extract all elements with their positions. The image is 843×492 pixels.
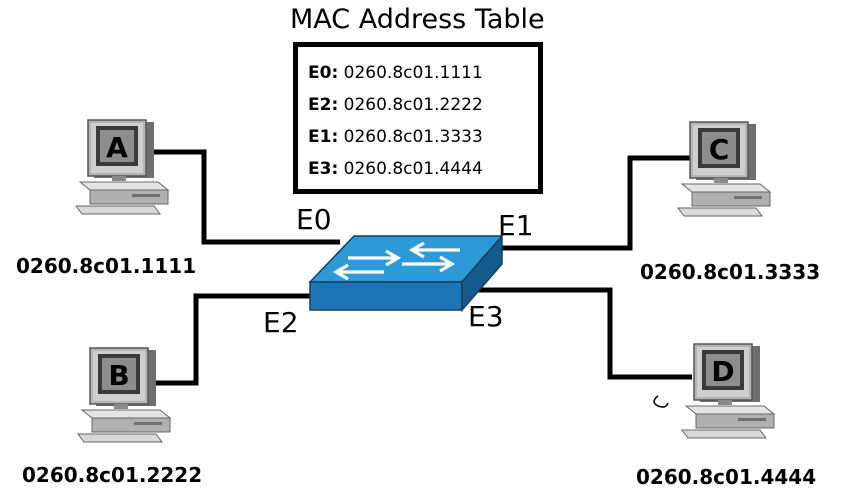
mac-table-row: E3: 0260.8c01.4444 <box>308 159 483 179</box>
mac-table-row: E2: 0260.8c01.2222 <box>308 95 483 115</box>
host-c-mac: 0260.8c01.3333 <box>640 260 820 284</box>
pc-c-letter: C <box>709 133 730 166</box>
mac-table-title: MAC Address Table <box>290 4 545 35</box>
mac-address-table: E0: 0260.8c01.1111 E2: 0260.8c01.2222 E1… <box>293 42 543 194</box>
mac-table-row: E0: 0260.8c01.1111 <box>308 63 483 83</box>
port-e0-label: E0 <box>296 203 332 236</box>
pc-d-icon: D <box>654 344 774 438</box>
host-d-mac: 0260.8c01.4444 <box>636 465 816 489</box>
pc-a-letter: A <box>106 131 128 164</box>
mac-table-row: E1: 0260.8c01.3333 <box>308 127 483 147</box>
pc-b-letter: B <box>108 359 129 392</box>
host-b-mac: 0260.8c01.2222 <box>22 463 202 487</box>
pc-c-icon: C <box>678 122 770 216</box>
switch-icon <box>310 236 502 310</box>
host-a-mac: 0260.8c01.1111 <box>16 254 196 278</box>
pc-d-letter: D <box>711 355 734 388</box>
port-e2-label: E2 <box>263 306 299 339</box>
pc-a-icon: A <box>76 120 168 214</box>
port-e3-label: E3 <box>468 300 504 333</box>
pc-b-icon: B <box>78 348 170 442</box>
port-e1-label: E1 <box>498 209 534 242</box>
